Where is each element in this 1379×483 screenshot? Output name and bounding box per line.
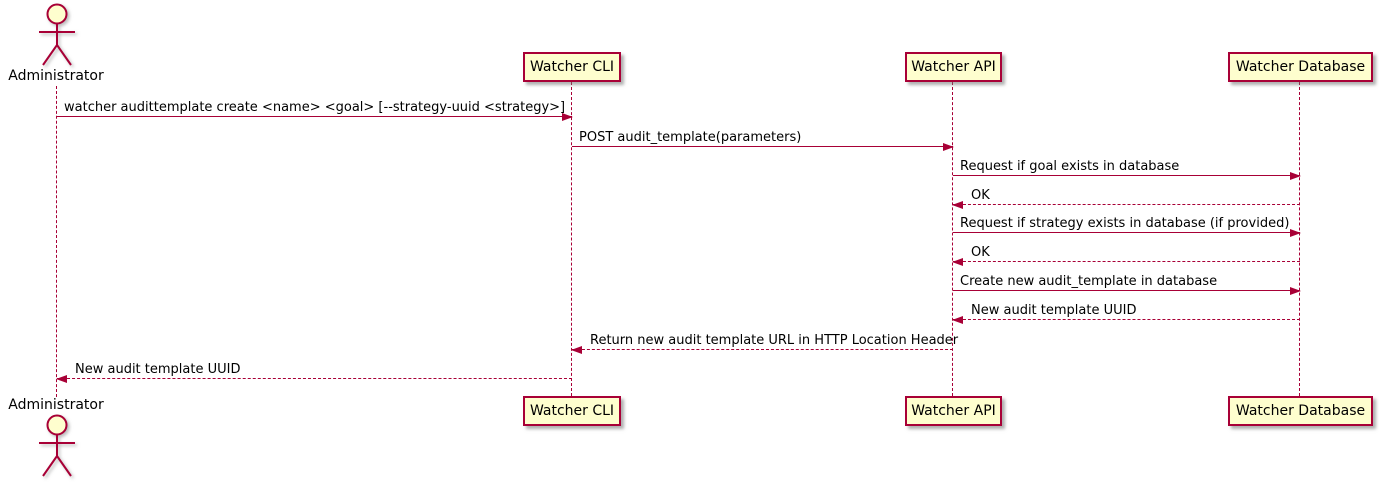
participant-watcher-database-bottom: Watcher Database <box>1228 396 1373 426</box>
message-label: New audit template UUID <box>75 362 241 377</box>
message-label: OK <box>971 245 990 260</box>
participant-watcher-cli-bottom: Watcher CLI <box>523 396 621 426</box>
message-label: OK <box>971 188 990 203</box>
message-new-uuid-db: New audit template UUID <box>952 300 1300 324</box>
message-create-audit-template-db: Create new audit_template in database <box>953 271 1301 295</box>
arrowhead-icon <box>562 113 573 121</box>
message-ok-goal: OK <box>952 185 1300 209</box>
lifeline-administrator <box>56 86 57 397</box>
message-line <box>572 146 953 147</box>
message-label: Request if strategy exists in database (… <box>960 216 1290 231</box>
message-post-audit-template: POST audit_template(parameters) <box>572 127 954 151</box>
message-line <box>953 204 1300 205</box>
lifeline-watcher-cli <box>571 82 572 396</box>
actor-label-bottom: Administrator <box>8 397 104 413</box>
message-request-goal-exists: Request if goal exists in database <box>953 156 1301 180</box>
message-new-uuid-to-admin: New audit template UUID <box>56 359 572 383</box>
participant-watcher-api-top: Watcher API <box>905 52 1002 82</box>
actor-label-top: Administrator <box>8 68 104 84</box>
message-label: Return new audit template URL in HTTP Lo… <box>590 333 959 348</box>
actor-icon-top <box>39 3 75 66</box>
lifeline-watcher-database <box>1299 82 1300 396</box>
arrowhead-icon <box>952 258 963 266</box>
message-line <box>953 290 1300 291</box>
message-label: Create new audit_template in database <box>960 274 1218 289</box>
participant-watcher-cli-top: Watcher CLI <box>523 52 621 82</box>
message-line <box>953 175 1300 176</box>
message-label: New audit template UUID <box>971 303 1137 318</box>
arrowhead-icon <box>1290 287 1301 295</box>
arrowhead-icon <box>1290 229 1301 237</box>
message-label: POST audit_template(parameters) <box>579 130 802 145</box>
message-line <box>953 232 1300 233</box>
arrowhead-icon <box>571 346 582 354</box>
lifeline-watcher-api <box>952 82 953 396</box>
arrowhead-icon <box>952 201 963 209</box>
message-line <box>57 116 572 117</box>
message-label: Request if goal exists in database <box>960 159 1180 174</box>
message-create-audittemplate: watcher audittemplate create <name> <goa… <box>57 97 573 121</box>
participant-watcher-database-top: Watcher Database <box>1228 52 1373 82</box>
arrowhead-icon <box>952 316 963 324</box>
arrowhead-icon <box>943 143 954 151</box>
actor-icon-bottom <box>39 414 75 477</box>
arrowhead-icon <box>1290 172 1301 180</box>
message-line <box>953 319 1300 320</box>
message-label: watcher audittemplate create <name> <goa… <box>64 100 566 115</box>
arrowhead-icon <box>56 375 67 383</box>
message-line <box>572 349 953 350</box>
message-line <box>57 378 572 379</box>
participant-watcher-api-bottom: Watcher API <box>905 396 1002 426</box>
message-request-strategy-exists: Request if strategy exists in database (… <box>953 213 1301 237</box>
message-line <box>953 261 1300 262</box>
message-ok-strategy: OK <box>952 242 1300 266</box>
message-return-url-location-header: Return new audit template URL in HTTP Lo… <box>571 330 958 354</box>
